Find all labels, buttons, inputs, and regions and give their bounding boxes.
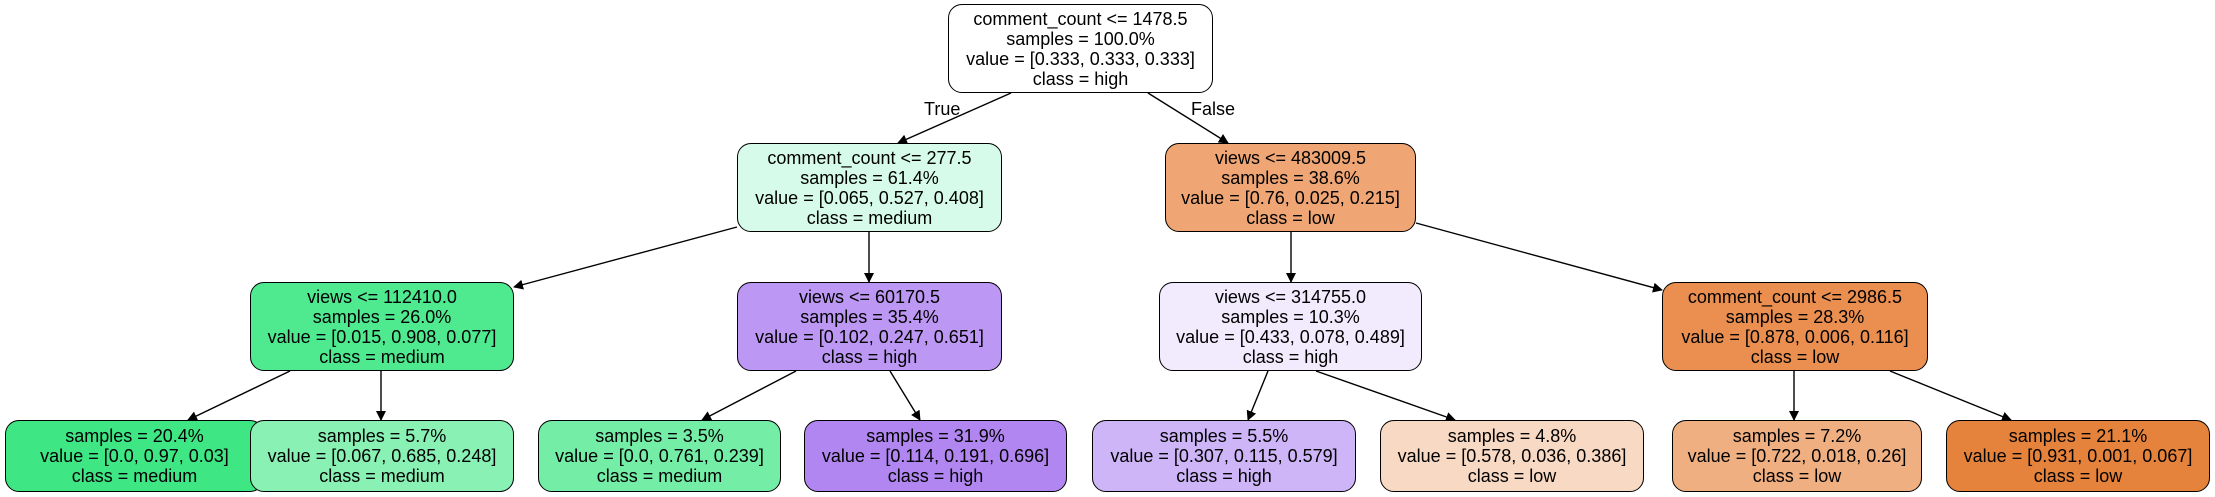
node-text-line: samples = 5.5%: [1159, 426, 1289, 446]
node-text-line: samples = 61.4%: [800, 167, 939, 188]
false-edge-label: False: [1191, 99, 1236, 119]
node-text-line: class = high: [1032, 68, 1129, 89]
node-text-line: views <= 483009.5: [1214, 147, 1367, 168]
node-text-line: samples = 31.9%: [866, 426, 1005, 446]
tree-edge: [1246, 370, 1269, 421]
node-text-line: value = [0.307, 0.115, 0.579]: [1110, 446, 1338, 466]
node-text-line: views <= 60170.5: [798, 286, 941, 307]
tree-leaf-medium-3: samples = 3.5%value = [0.0, 0.761, 0.239…: [538, 420, 781, 492]
node-text-line: samples = 38.6%: [1221, 167, 1360, 188]
node-text-line: samples = 7.2%: [1732, 426, 1862, 446]
node-text-line: class = low: [1750, 346, 1840, 367]
node-text-line: samples = 100.0%: [1006, 28, 1155, 49]
node-text-line: class = medium: [319, 466, 445, 486]
tree-edge: [897, 92, 1012, 144]
tree-edge: [1889, 370, 2012, 422]
tree-edge: [1147, 92, 1229, 144]
tree-leaf-medium-1: samples = 20.4%value = [0.0, 0.97, 0.03]…: [5, 420, 264, 492]
node-text-line: class = medium: [319, 346, 445, 367]
tree-edge: [513, 226, 738, 290]
tree-edge: [1415, 222, 1663, 293]
node-text-line: samples = 26.0%: [312, 306, 452, 327]
true-edge-label: True: [924, 99, 961, 119]
node-text-line: class = medium: [806, 207, 933, 228]
node-text-line: class = high: [1176, 466, 1272, 486]
node-text-line: class = low: [1752, 466, 1842, 486]
node-text-line: value = [0.0, 0.761, 0.239]: [555, 446, 764, 466]
node-text-line: value = [0.433, 0.078, 0.489]: [1176, 326, 1405, 347]
node-text-line: class = low: [2033, 466, 2123, 486]
node-text-line: value = [0.76, 0.025, 0.215]: [1181, 187, 1400, 208]
tree-edge: [187, 370, 291, 421]
node-text-line: samples = 10.3%: [1221, 306, 1360, 327]
node-text-line: samples = 35.4%: [800, 306, 939, 327]
node-text-line: comment_count <= 2986.5: [1687, 286, 1903, 307]
tree-leaf-high-2: samples = 5.5%value = [0.307, 0.115, 0.5…: [1092, 420, 1356, 492]
node-text-line: value = [0.0, 0.97, 0.03]: [40, 446, 229, 466]
node-text-line: value = [0.333, 0.333, 0.333]: [966, 48, 1195, 69]
node-text-line: class = medium: [71, 466, 198, 486]
node-text-line: class = medium: [596, 466, 723, 486]
node-text-line: class = high: [887, 466, 984, 486]
node-text-line: samples = 4.8%: [1447, 426, 1577, 446]
node-text-line: samples = 5.7%: [317, 426, 447, 446]
node-text-line: samples = 3.5%: [595, 426, 724, 446]
node-text-line: class = high: [821, 346, 918, 367]
tree-leaf-low-1: samples = 4.8%value = [0.578, 0.036, 0.3…: [1380, 420, 1644, 492]
node-text-line: class = high: [1242, 346, 1339, 367]
tree-leaf-low-3: samples = 21.1%value = [0.931, 0.001, 0.…: [1946, 420, 2210, 492]
node-text-line: value = [0.578, 0.036, 0.386]: [1397, 446, 1627, 466]
node-text-line: value = [0.931, 0.001, 0.067]: [1963, 446, 2193, 466]
node-text-line: views <= 314755.0: [1214, 286, 1367, 307]
node-text-line: class = low: [1246, 207, 1335, 228]
node-text-line: samples = 20.4%: [65, 426, 204, 446]
node-text-line: comment_count <= 277.5: [767, 147, 972, 168]
tree-leaf-low-2: samples = 7.2%value = [0.722, 0.018, 0.2…: [1672, 420, 1922, 492]
tree-leaf-medium-2: samples = 5.7%value = [0.067, 0.685, 0.2…: [250, 420, 514, 492]
node-text-line: views <= 112410.0: [307, 286, 457, 307]
node-text-line: class = low: [1467, 466, 1557, 486]
node-text-line: comment_count <= 1478.5: [973, 8, 1188, 29]
tree-leaf-high-1: samples = 31.9%value = [0.114, 0.191, 0.…: [804, 420, 1067, 492]
tree-edge: [701, 370, 797, 421]
node-text-line: samples = 21.1%: [2008, 426, 2148, 446]
node-text-line: samples = 28.3%: [1725, 306, 1865, 327]
node-text-line: value = [0.102, 0.247, 0.651]: [755, 326, 984, 347]
node-text-line: value = [0.015, 0.908, 0.077]: [267, 326, 497, 347]
node-text-line: value = [0.114, 0.191, 0.696]: [821, 446, 1050, 466]
node-text-line: value = [0.065, 0.527, 0.408]: [755, 187, 984, 208]
tree-edge: [889, 370, 921, 421]
tree-edge: [1315, 370, 1456, 422]
node-text-line: value = [0.722, 0.018, 0.26]: [1687, 446, 1907, 466]
node-text-line: value = [0.878, 0.006, 0.116]: [1681, 326, 1909, 347]
node-text-line: value = [0.067, 0.685, 0.248]: [267, 446, 497, 466]
